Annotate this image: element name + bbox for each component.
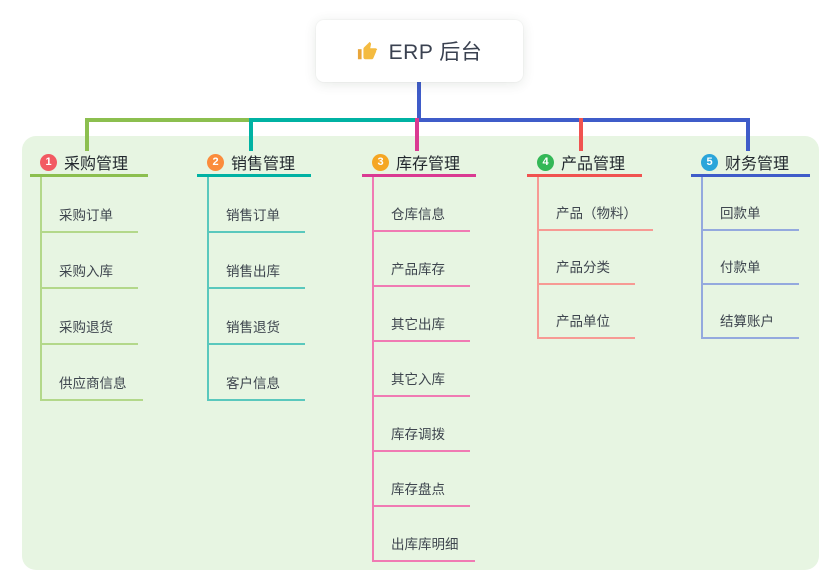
child-label: 客户信息	[226, 376, 280, 391]
thumbs-up-icon	[357, 40, 379, 62]
child-label: 产品分类	[556, 260, 610, 275]
child-label: 销售订单	[226, 208, 280, 223]
child-node[interactable]: 销售订单	[209, 177, 305, 233]
branch-children: 采购订单 采购入库 采购退货 供应商信息	[40, 177, 148, 401]
child-node[interactable]: 产品（物料）	[539, 177, 653, 231]
bus-segment-right	[417, 118, 750, 122]
child-label: 仓库信息	[391, 207, 445, 222]
child-label: 销售退货	[226, 320, 280, 335]
root-connector-line	[417, 82, 421, 119]
branch-2: 2 销售管理 销售订单 销售出库 销售退货 客户信息	[197, 150, 311, 401]
child-node[interactable]: 仓库信息	[374, 177, 470, 232]
bus-segment-left	[85, 118, 251, 122]
branch-number-badge: 4	[537, 153, 554, 171]
child-node[interactable]: 其它入库	[374, 342, 470, 397]
branch-drop-line-5	[746, 118, 750, 151]
child-node[interactable]: 产品分类	[539, 231, 635, 285]
branch-label: 库存管理	[396, 156, 461, 173]
root-title: ERP 后台	[388, 41, 483, 64]
branch-children: 回款单 付款单 结算账户	[701, 177, 810, 339]
branch-label: 销售管理	[231, 156, 296, 173]
child-label: 其它出库	[391, 317, 445, 332]
child-node[interactable]: 销售出库	[209, 233, 305, 289]
branch-node[interactable]: 2 销售管理	[197, 150, 311, 177]
child-node[interactable]: 回款单	[703, 177, 799, 231]
branch-drop-line-1	[85, 118, 89, 151]
bus-segment-middle	[249, 118, 419, 122]
branch-children: 销售订单 销售出库 销售退货 客户信息	[207, 177, 311, 401]
child-label: 库存盘点	[391, 482, 445, 497]
branch-label: 财务管理	[725, 156, 790, 173]
branch-node[interactable]: 1 采购管理	[30, 150, 148, 177]
branch-3: 3 库存管理 仓库信息 产品库存 其它出库 其它入库 库存调拨 库存盘点 出库库…	[362, 150, 476, 562]
branch-number-badge: 3	[372, 153, 389, 171]
branch-5: 5 财务管理 回款单 付款单 结算账户	[691, 150, 810, 339]
branch-number-badge: 5	[701, 153, 718, 171]
child-node[interactable]: 付款单	[703, 231, 799, 285]
branch-1: 1 采购管理 采购订单 采购入库 采购退货 供应商信息	[30, 150, 148, 401]
branch-drop-line-4	[579, 118, 583, 151]
child-label: 产品单位	[556, 314, 610, 329]
child-node[interactable]: 库存调拨	[374, 397, 470, 452]
child-node[interactable]: 产品单位	[539, 285, 635, 339]
child-node[interactable]: 供应商信息	[42, 345, 143, 401]
child-label: 销售出库	[226, 264, 280, 279]
child-label: 结算账户	[720, 314, 774, 329]
child-node[interactable]: 结算账户	[703, 285, 799, 339]
child-node[interactable]: 其它出库	[374, 287, 470, 342]
child-label: 采购入库	[59, 264, 113, 279]
branch-node[interactable]: 5 财务管理	[691, 150, 810, 177]
child-node[interactable]: 客户信息	[209, 345, 305, 401]
child-label: 采购订单	[59, 208, 113, 223]
child-node[interactable]: 采购退货	[42, 289, 138, 345]
child-label: 出库库明细	[391, 537, 459, 552]
branch-number-badge: 1	[40, 153, 57, 171]
child-label: 供应商信息	[59, 376, 127, 391]
branch-drop-line-2	[249, 118, 253, 151]
branch-drop-line-3	[415, 118, 419, 151]
child-label: 采购退货	[59, 320, 113, 335]
child-label: 库存调拨	[391, 427, 445, 442]
branch-label: 产品管理	[561, 156, 626, 173]
branch-children: 产品（物料） 产品分类 产品单位	[537, 177, 653, 339]
root-node[interactable]: ERP 后台	[316, 20, 523, 82]
child-node[interactable]: 出库库明细	[374, 507, 475, 562]
child-label: 产品库存	[391, 262, 445, 277]
branch-children: 仓库信息 产品库存 其它出库 其它入库 库存调拨 库存盘点 出库库明细	[372, 177, 476, 562]
child-node[interactable]: 销售退货	[209, 289, 305, 345]
child-node[interactable]: 采购订单	[42, 177, 138, 233]
branch-node[interactable]: 4 产品管理	[527, 150, 642, 177]
branch-4: 4 产品管理 产品（物料） 产品分类 产品单位	[527, 150, 653, 339]
child-node[interactable]: 产品库存	[374, 232, 470, 287]
child-label: 产品（物料）	[556, 206, 637, 221]
child-label: 回款单	[720, 206, 761, 221]
child-node[interactable]: 采购入库	[42, 233, 138, 289]
branch-node[interactable]: 3 库存管理	[362, 150, 476, 177]
child-node[interactable]: 库存盘点	[374, 452, 470, 507]
background-panel	[22, 136, 819, 570]
child-label: 付款单	[720, 260, 761, 275]
branch-label: 采购管理	[64, 156, 129, 173]
child-label: 其它入库	[391, 372, 445, 387]
branch-number-badge: 2	[207, 153, 224, 171]
